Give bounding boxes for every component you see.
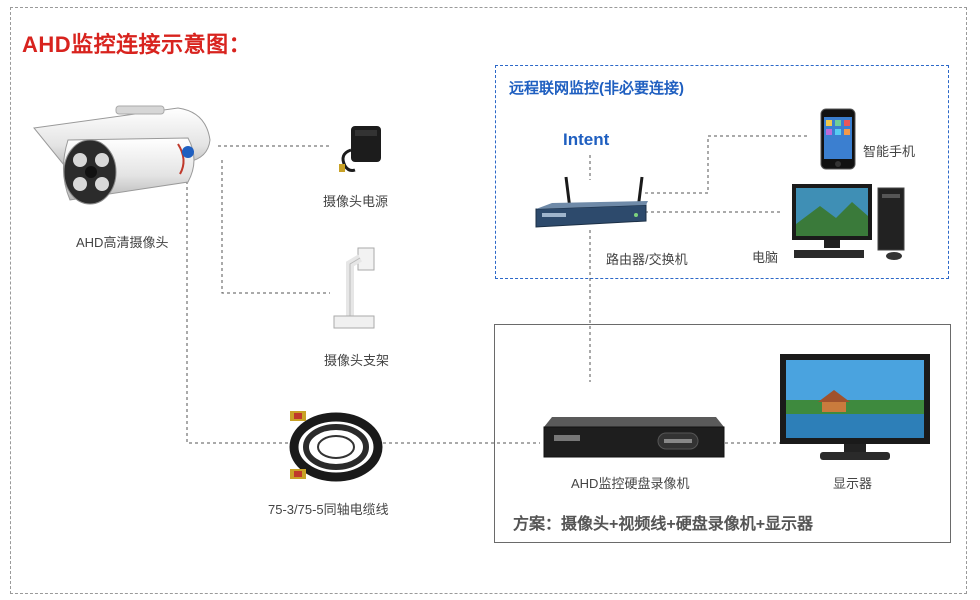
coax-cable-icon	[289, 411, 383, 482]
monitor-icon	[780, 354, 930, 460]
smartphone-icon	[820, 108, 856, 170]
pc-label: 电脑	[752, 250, 779, 265]
phone-label: 智能手机	[863, 144, 916, 159]
bracket-label: 摄像头支架	[324, 353, 390, 368]
camera-bracket-line	[221, 160, 330, 294]
remote-monitoring-title: 远程联网监控(非必要连接)	[509, 80, 684, 97]
cable-label: 75-3/75-5同轴电缆线	[268, 502, 389, 517]
camera-icon	[33, 105, 211, 205]
power-adapter-icon	[339, 126, 381, 172]
monitor-label: 显示器	[833, 476, 873, 491]
intent-label: Intent	[563, 130, 610, 149]
camera-label: AHD高清摄像头	[76, 235, 169, 250]
power-label: 摄像头电源	[323, 194, 389, 209]
bracket-icon	[333, 247, 375, 329]
router-icon	[535, 176, 648, 228]
diagram-title: AHD监控连接示意图：	[22, 32, 252, 57]
router-phone-line	[645, 135, 808, 194]
remote-monitoring-box	[495, 65, 949, 279]
desktop-pc-icon	[792, 184, 905, 260]
diagram-frame	[10, 7, 967, 594]
scheme-box	[494, 324, 951, 543]
dvr-label: AHD监控硬盘录像机	[571, 476, 690, 491]
scheme-text: 方案：摄像头+视频线+硬盘录像机+显示器	[513, 516, 814, 533]
dvr-icon	[543, 417, 725, 458]
router-label: 路由器/交换机	[606, 252, 688, 267]
camera-cable-line	[186, 175, 290, 444]
